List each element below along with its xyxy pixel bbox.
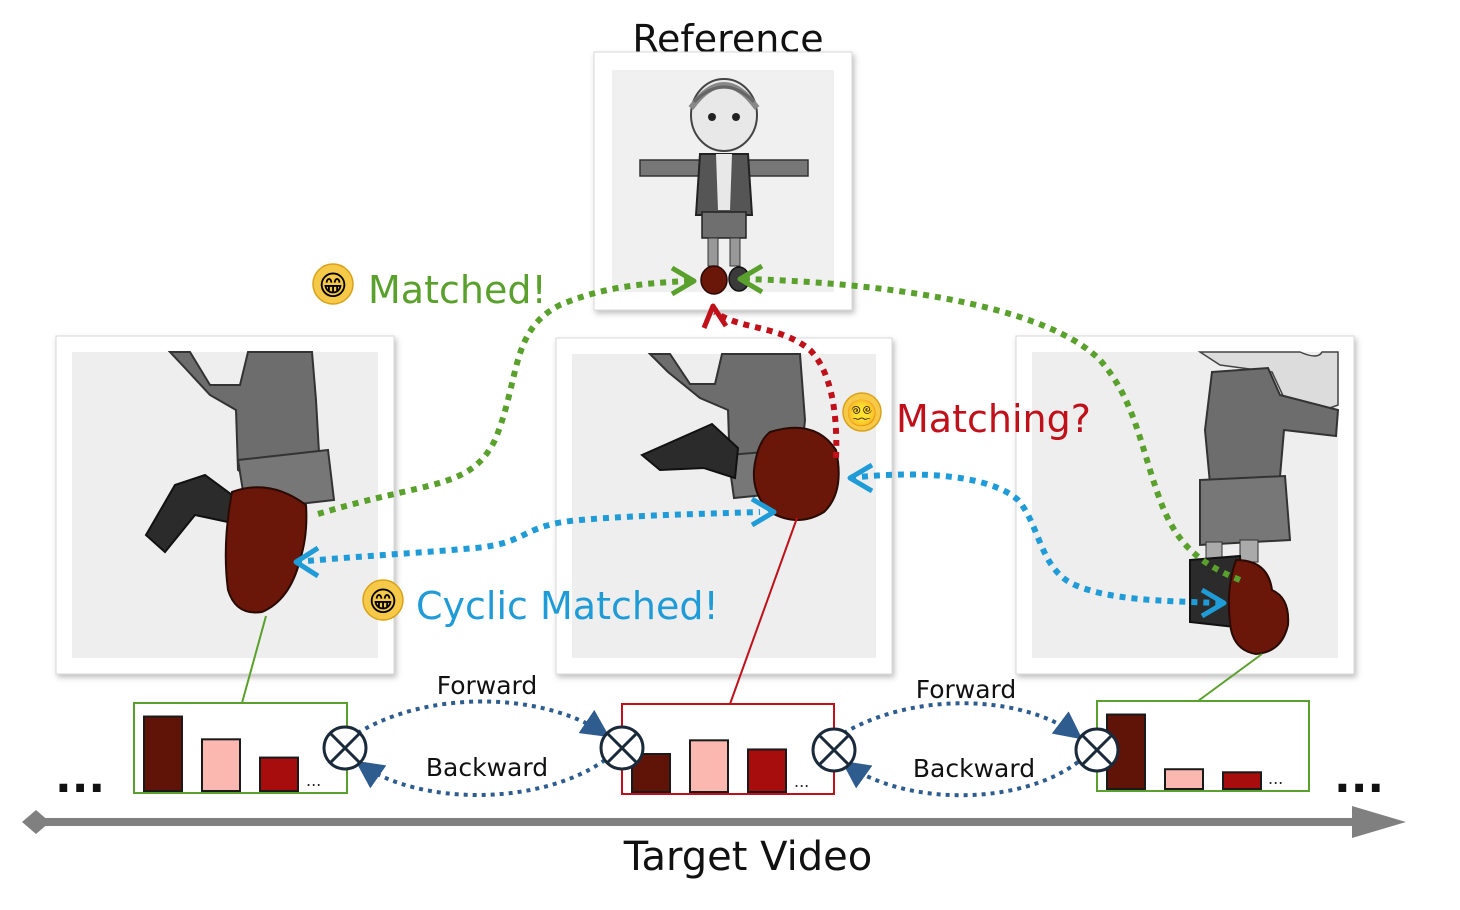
- forward-label-1: Forward: [437, 671, 538, 700]
- middle-histogram-bar: [747, 748, 787, 794]
- cyclic-arrow-middle-right: [849, 471, 1221, 606]
- cyclic-annotation: 😁 Cyclic Matched!: [362, 579, 719, 628]
- middle-histogram-more: ...: [794, 772, 809, 791]
- timeline-axis: [22, 806, 1406, 838]
- left-frame-character: [144, 351, 336, 614]
- left-shoe-highlight: [224, 486, 308, 614]
- matching-emoji: 😵‍💫: [846, 399, 878, 429]
- left-ellipsis: ...: [55, 752, 105, 803]
- right-connector-line: [1197, 653, 1263, 702]
- axis-label: Target Video: [623, 834, 873, 880]
- right-frame-character: [1189, 351, 1340, 656]
- right-frame-card: [1015, 335, 1355, 675]
- cyclic-arrowhead-left: [293, 545, 320, 579]
- matched-arrow-left: [317, 278, 691, 517]
- left-frame-card: [55, 335, 395, 675]
- reference-card: [593, 51, 853, 311]
- matched-arrowhead-left: [670, 265, 697, 297]
- cyclic-arrowhead-middle-right: [847, 462, 874, 494]
- axis-start-diamond: [22, 810, 50, 834]
- middle-shoe-highlight: [752, 426, 840, 521]
- reference-shoe-highlight: [700, 265, 728, 295]
- middle-frame-card: [555, 337, 893, 675]
- right-histogram-bar: [1222, 771, 1262, 791]
- backward-arc-2: [841, 760, 1080, 798]
- reference-character-illustration: [639, 78, 809, 295]
- matching-annotation: 😵‍💫 Matching?: [842, 392, 1091, 441]
- left-histogram-more: ...: [306, 771, 321, 790]
- matched-label: Matched!: [368, 268, 547, 312]
- backward-arc-1: [355, 758, 607, 797]
- right-histogram-more: ...: [1268, 769, 1283, 788]
- cyclic-arrowhead-middle: [750, 496, 777, 528]
- cyclic-label: Cyclic Matched!: [416, 584, 719, 628]
- matched-annotation: 😁 Matched!: [312, 263, 547, 312]
- axis-end-arrowhead: [1352, 806, 1406, 838]
- backward-label-2: Backward: [913, 754, 1035, 783]
- multiply-node-2: [599, 725, 645, 771]
- cyclic-arrowhead-right: [1200, 587, 1227, 619]
- matching-arrow: [713, 309, 840, 459]
- middle-frame-character: [640, 353, 840, 521]
- matched-emoji: 😁: [318, 269, 347, 302]
- right-ellipsis: ...: [1334, 752, 1384, 803]
- forward-arc-1: [348, 699, 610, 740]
- forward-label-2: Forward: [916, 675, 1017, 704]
- right-histogram-bar: [1164, 768, 1204, 790]
- middle-histogram-bar: [689, 739, 729, 794]
- multiply-node-1: [322, 725, 368, 771]
- multiply-node-4: [1074, 727, 1120, 773]
- forward-arc-2: [834, 701, 1083, 740]
- left-histogram: [143, 715, 299, 793]
- cyclic-emoji: 😁: [368, 585, 397, 618]
- matched-arrowhead-right: [737, 263, 764, 295]
- left-connector-line: [241, 615, 267, 704]
- middle-histogram: [631, 739, 787, 794]
- matching-label: Matching?: [896, 397, 1091, 441]
- cyclic-arrow-left-middle: [295, 509, 761, 565]
- left-histogram-bar: [259, 756, 299, 792]
- matching-arrowhead: [701, 303, 729, 329]
- left-histogram-bar: [143, 715, 183, 793]
- middle-connector-line: [729, 517, 798, 705]
- matched-arrow-right: [744, 276, 1242, 583]
- backward-label-1: Backward: [426, 753, 548, 782]
- left-histogram-bar: [201, 738, 241, 793]
- multiply-node-3: [811, 727, 857, 773]
- right-shoe-highlight: [1227, 558, 1290, 656]
